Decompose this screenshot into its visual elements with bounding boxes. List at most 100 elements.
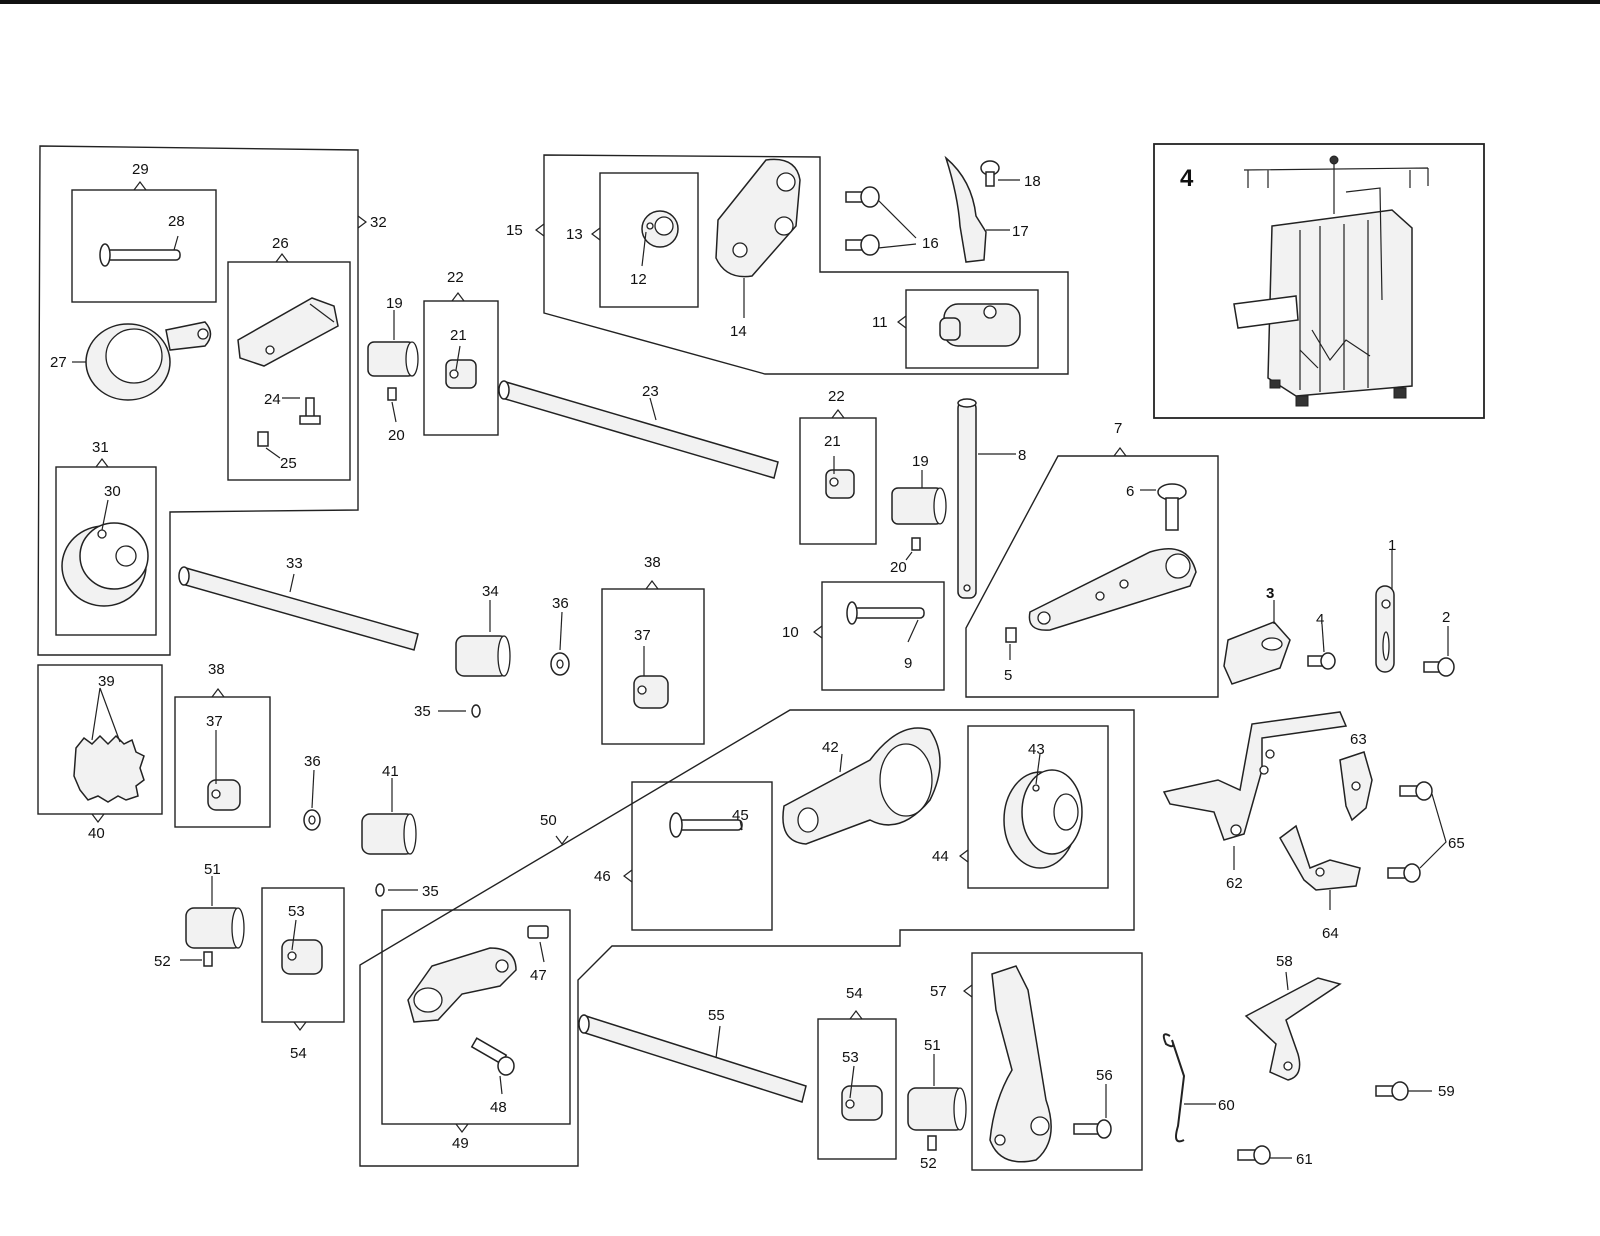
top-border-line — [0, 0, 1600, 4]
part-14-crank: 14 — [715, 158, 801, 340]
label-44: 44 — [932, 848, 949, 865]
label-46: 46 — [594, 868, 611, 885]
label-40: 40 — [88, 825, 105, 842]
group-box-22-left: 22 — [423, 269, 499, 436]
group-box-26: 26 — [227, 235, 351, 481]
label-55: 55 — [708, 1007, 725, 1024]
label-27: 27 — [50, 354, 67, 371]
label-22-right: 22 — [828, 388, 845, 405]
part-3-bracket: 3 — [1223, 585, 1291, 685]
part-36-washer-left: 36 — [303, 753, 321, 831]
part-11-block — [939, 303, 1021, 347]
label-20-right: 20 — [890, 559, 907, 576]
part-62-plate: 62 — [1162, 711, 1348, 892]
label-53-right: 53 — [842, 1049, 859, 1066]
part-6-screw: 6 — [1126, 483, 1187, 531]
label-31: 31 — [92, 439, 109, 456]
part-47-set-screw: 47 — [527, 925, 549, 984]
label-39: 39 — [98, 673, 115, 690]
part-18-screw: 18 — [980, 160, 1041, 190]
label-21-left: 21 — [450, 327, 467, 344]
serger-machine-image — [1233, 155, 1429, 407]
label-16: 16 — [922, 235, 939, 252]
label-36-left: 36 — [304, 753, 321, 770]
label-51-left: 51 — [204, 861, 221, 878]
label-61: 61 — [1296, 1151, 1313, 1168]
label-52-right: 52 — [920, 1155, 937, 1172]
label-13: 13 — [566, 226, 583, 243]
part-23-shaft: 23 — [498, 380, 779, 479]
label-45: 45 — [732, 807, 749, 824]
part-43-cam: 43 — [1003, 741, 1083, 869]
label-19-right: 19 — [912, 453, 929, 470]
part-34-bushing: 34 — [455, 583, 511, 677]
part-37-collar-right: 37 — [633, 627, 669, 709]
label-42: 42 — [822, 739, 839, 756]
label-50: 50 — [540, 812, 557, 829]
group-box-29: 29 — [71, 161, 217, 303]
label-17: 17 — [1012, 223, 1029, 240]
part-20-set-screw-right: 20 — [890, 537, 921, 576]
part-5-set-screw: 5 — [1004, 627, 1017, 684]
label-2: 2 — [1442, 609, 1450, 626]
label-60: 60 — [1218, 1097, 1235, 1114]
label-1: 1 — [1388, 537, 1396, 554]
label-43: 43 — [1028, 741, 1045, 758]
label-29: 29 — [132, 161, 149, 178]
part-19-bushing-right: 19 — [891, 453, 947, 525]
part-63-cover: 63 — [1339, 731, 1373, 822]
group-box-54-left: 54 — [261, 887, 345, 1062]
part-53-collar-right: 53 — [841, 1049, 883, 1121]
label-3: 3 — [1266, 585, 1274, 602]
part-35-pin-right: 35 — [414, 703, 481, 720]
group-box-11: 11 — [872, 289, 1039, 369]
label-8: 8 — [1018, 447, 1026, 464]
part-19-bushing-left: 19 — [367, 295, 419, 377]
group-box-38-right: 38 — [601, 554, 705, 745]
part-51-bushing-left: 51 — [185, 861, 245, 949]
label-54-left: 54 — [290, 1045, 307, 1062]
group-box-54-right: 54 — [817, 985, 897, 1160]
label-37-right: 37 — [634, 627, 651, 644]
part-17-bracket: 17 — [944, 155, 1029, 263]
part-7-crank-arm — [1028, 548, 1197, 631]
part-12-collar: 12 — [630, 210, 679, 288]
label-9: 9 — [904, 655, 912, 672]
label-54-right: 54 — [846, 985, 863, 1002]
label-56: 56 — [1096, 1067, 1113, 1084]
label-41: 41 — [382, 763, 399, 780]
label-6: 6 — [1126, 483, 1134, 500]
label-7: 7 — [1114, 420, 1122, 437]
label-12: 12 — [630, 271, 647, 288]
label-11: 11 — [872, 314, 888, 331]
machine-inset: 4 — [1153, 143, 1485, 419]
label-35-right: 35 — [414, 703, 431, 720]
part-37-collar-left: 37 — [206, 713, 241, 811]
label-25: 25 — [280, 455, 297, 472]
group-box-40: 40 — [37, 664, 163, 842]
part-42-arm: 42 — [782, 727, 941, 845]
label-51-right: 51 — [924, 1037, 941, 1054]
part-52-set-screw-left: 52 — [154, 951, 213, 970]
part-56-screw: 56 — [1073, 1067, 1113, 1139]
part-41-bushing: 41 — [361, 763, 417, 855]
part-27-eccentric-ring: 27 — [50, 321, 212, 401]
label-62: 62 — [1226, 875, 1243, 892]
label-10: 10 — [782, 624, 799, 641]
label-58: 58 — [1276, 953, 1293, 970]
label-47: 47 — [530, 967, 547, 984]
label-4: 4 — [1316, 611, 1324, 628]
part-16-screws: 16 — [845, 186, 939, 256]
part-55-shaft: 55 — [578, 1007, 807, 1103]
part-48-screw: 48 — [470, 1037, 515, 1116]
part-21-collar-left: 21 — [445, 327, 477, 389]
part-39-gear: 39 — [73, 673, 145, 803]
part-36-washer-right: 36 — [550, 595, 570, 676]
label-20-left: 20 — [388, 427, 405, 444]
part-53-collar-left: 53 — [281, 903, 323, 975]
part-64-bracket: 64 — [1279, 824, 1361, 942]
group-box-10: 10 — [782, 581, 945, 691]
figure-number: 4 — [1180, 165, 1194, 192]
group-box-7: 7 — [965, 420, 1219, 698]
label-63: 63 — [1350, 731, 1367, 748]
